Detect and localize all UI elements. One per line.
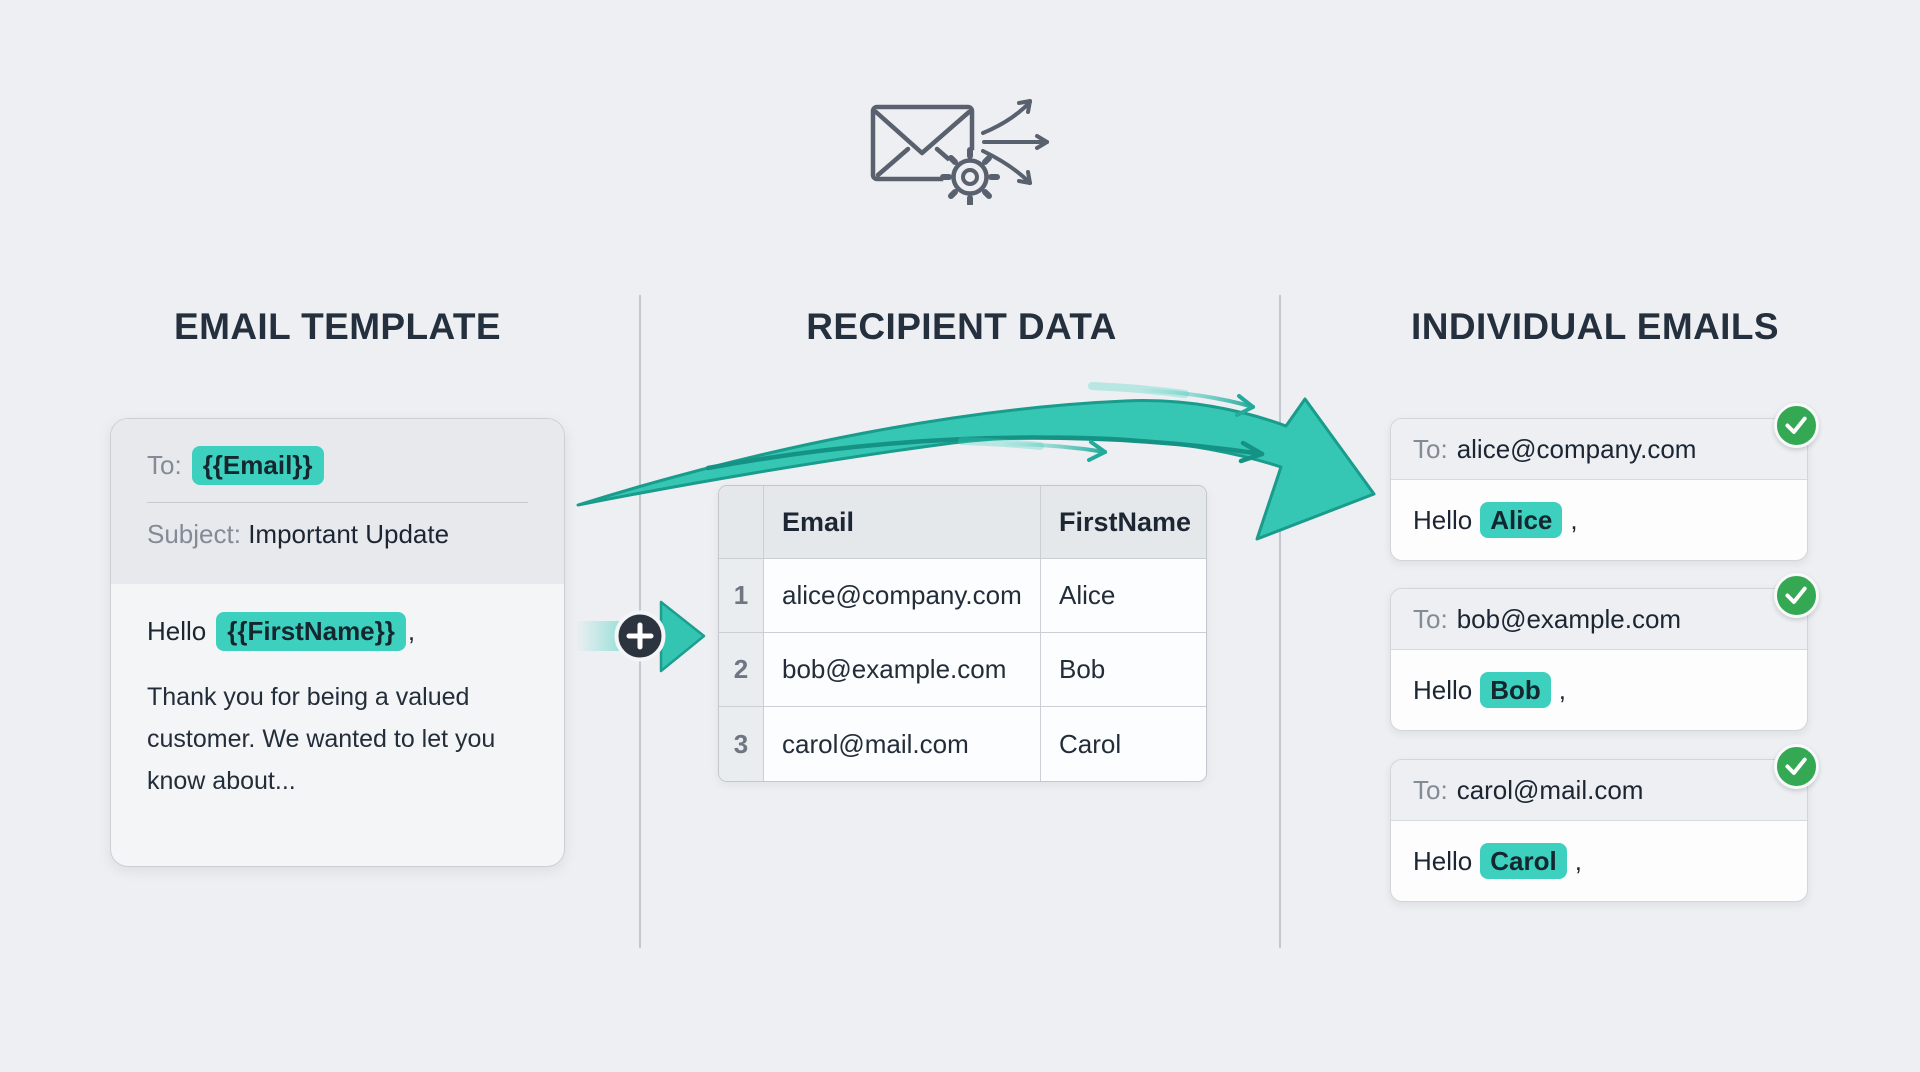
- sent-check-badge: [1774, 573, 1819, 618]
- to-label: To:: [1413, 774, 1448, 805]
- cell-email: alice@company.com: [764, 559, 1041, 633]
- merged-name-chip: Carol: [1480, 842, 1567, 880]
- table-row: 1 alice@company.com Alice: [719, 559, 1206, 633]
- email-card-header: To: carol@mail.com: [1391, 760, 1807, 821]
- subject-value: Important Update: [248, 518, 450, 549]
- greeting-suffix: ,: [407, 616, 416, 646]
- cell-firstname: Bob: [1041, 633, 1206, 707]
- greeting-suffix: ,: [1570, 504, 1578, 535]
- firstname-column-header: FirstName: [1041, 486, 1206, 559]
- connector-arrowhead: [659, 600, 706, 673]
- recipient-table: Email FirstName 1 alice@company.com Alic…: [718, 485, 1207, 782]
- to-value: bob@example.com: [1456, 603, 1682, 634]
- row-number: 3: [719, 707, 764, 781]
- fanout-arrows-icon: [981, 99, 1049, 185]
- table-row: 2 bob@example.com Bob: [719, 633, 1206, 707]
- firstname-token-chip: {{FirstName}}: [216, 612, 406, 651]
- template-to-row: To: {{Email}}: [147, 446, 528, 485]
- row-number: 1: [719, 559, 764, 633]
- template-card-body: Hello {{FirstName}}, Thank you for being …: [111, 584, 564, 802]
- template-header-divider: [147, 501, 528, 503]
- arrow-speed-line: [705, 435, 1265, 471]
- greeting-prefix: Hello: [1413, 845, 1473, 876]
- envelope-icon: [870, 104, 975, 182]
- greeting-suffix: ,: [1574, 845, 1582, 876]
- motion-arrow-lower: [958, 437, 1107, 462]
- email-column-header: Email: [764, 486, 1041, 559]
- cell-email: bob@example.com: [764, 633, 1041, 707]
- gear-icon: [940, 147, 1000, 205]
- greeting-prefix: Hello: [1413, 674, 1473, 705]
- section-title-email-template: EMAIL TEMPLATE: [174, 306, 501, 347]
- connector-ribbon: [576, 621, 645, 651]
- template-greeting-line: Hello {{FirstName}},: [147, 612, 528, 651]
- to-label: To:: [1413, 603, 1448, 634]
- table-header-row: Email FirstName: [719, 486, 1206, 559]
- mail-merge-icon: [870, 99, 1049, 205]
- section-title-recipient-data: RECIPIENT DATA: [806, 306, 1117, 347]
- email-card-header: To: bob@example.com: [1391, 589, 1807, 650]
- check-icon: [1785, 416, 1807, 434]
- motion-arrow-upper: [1088, 382, 1255, 417]
- sent-check-badge: [1774, 403, 1819, 448]
- column-divider-left: [639, 295, 641, 948]
- to-value: carol@mail.com: [1456, 774, 1644, 805]
- merged-name-chip: Alice: [1480, 501, 1563, 539]
- email-card-header: To: alice@company.com: [1391, 419, 1807, 480]
- check-icon: [1785, 757, 1807, 775]
- cell-email: carol@mail.com: [764, 707, 1041, 781]
- check-icon: [1785, 586, 1807, 604]
- to-value: alice@company.com: [1456, 433, 1697, 464]
- table-row: 3 carol@mail.com Carol: [719, 707, 1206, 781]
- email-token-chip: {{Email}}: [191, 446, 324, 485]
- to-label: To:: [1413, 433, 1448, 464]
- sent-check-badge: [1774, 744, 1819, 789]
- email-template-card: To: {{Email}} Subject: Important Update H…: [110, 418, 565, 867]
- merged-name-chip: Bob: [1480, 671, 1551, 709]
- template-card-header: To: {{Email}} Subject: Important Update: [111, 419, 564, 584]
- template-subject-row: Subject: Important Update: [147, 519, 528, 550]
- row-number: 2: [719, 633, 764, 707]
- greeting-prefix: Hello: [147, 616, 207, 646]
- column-divider-right: [1279, 295, 1281, 948]
- subject-label: Subject:: [147, 518, 241, 549]
- cell-firstname: Alice: [1041, 559, 1206, 633]
- greeting-suffix: ,: [1558, 674, 1567, 705]
- greeting-prefix: Hello: [1413, 504, 1473, 535]
- cell-firstname: Carol: [1041, 707, 1206, 781]
- corner-header-cell: [719, 486, 764, 559]
- to-label: To:: [147, 450, 182, 480]
- template-body-paragraph: Thank you for being a valued customer. W…: [147, 682, 496, 795]
- section-title-individual-emails: INDIVIDUAL EMAILS: [1411, 306, 1779, 347]
